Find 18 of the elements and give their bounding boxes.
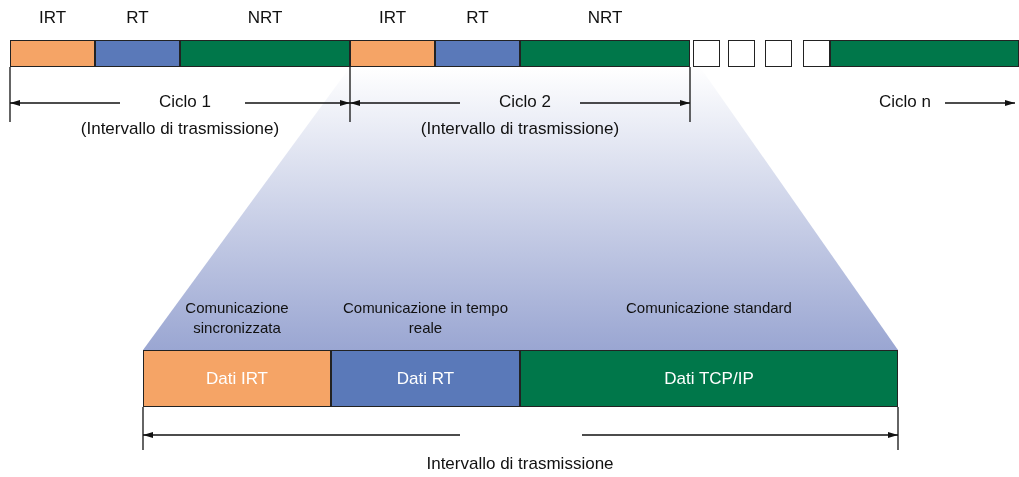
time-segment: Dati IRT (143, 350, 331, 407)
segment-heading: Comunicazione sincronizzata (184, 298, 290, 338)
time-segment: Dati TCP/IP (520, 350, 898, 407)
cycle-label: Ciclo n (879, 92, 931, 112)
segment-heading: Comunicazione in tempo reale (341, 298, 510, 338)
segment-heading: RT (125, 8, 150, 28)
interval-label: (Intervallo di trasmissione) (420, 119, 620, 139)
segment-heading: NRT (246, 8, 284, 28)
interval-label: (Intervallo di trasmissione) (80, 119, 280, 139)
segment-heading: NRT (586, 8, 624, 28)
segment-heading: RT (465, 8, 490, 28)
cycle-label: Ciclo 2 (499, 92, 551, 112)
segment-heading: IRT (37, 8, 68, 28)
segment-heading: Comunicazione standard (625, 298, 793, 318)
segment-heading: IRT (377, 8, 408, 28)
cycle-label: Ciclo 1 (159, 92, 211, 112)
time-segment: Dati RT (331, 350, 520, 407)
interval-label: Intervallo di trasmissione (426, 454, 614, 474)
